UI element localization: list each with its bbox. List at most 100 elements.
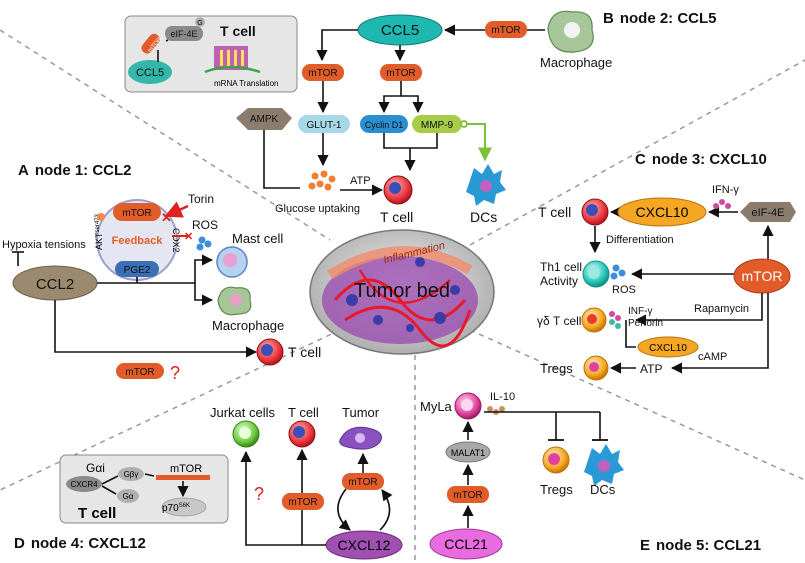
t-cell-label: T cell <box>538 204 571 220</box>
inf-label: INF-γ <box>628 306 652 317</box>
mtor-pill <box>380 64 422 81</box>
activity-label: Activity <box>540 274 578 288</box>
ccl5-label: CCL5 <box>381 22 419 39</box>
dcs-label: DCs <box>470 209 497 225</box>
ros-molecule-icon <box>196 236 212 251</box>
macrophage-label: Macrophage <box>212 318 284 333</box>
g-label: G <box>197 20 202 27</box>
cxcl10-node <box>637 336 699 358</box>
feedback-label: Feedback <box>112 235 164 247</box>
ampk-node <box>236 108 292 130</box>
mtor-label: mTOR <box>386 68 415 79</box>
gd-t-cell-label: γδ T cell <box>537 314 581 328</box>
ifn-molecule-icon <box>713 199 731 209</box>
akt-label: AKTser473 <box>94 213 104 250</box>
inhibit-cross-icon: ✕ <box>161 210 172 225</box>
myla-cell-icon <box>454 392 482 420</box>
ccl2-label: CCL2 <box>36 276 74 293</box>
mtor-pill <box>302 64 344 81</box>
mtor-label: mTOR <box>122 208 151 219</box>
macrophage-icon <box>547 10 594 53</box>
gbg-label: Gβγ <box>124 470 139 479</box>
mast-cell-label: Mast cell <box>232 231 283 246</box>
gai-label: Gαi <box>86 461 105 475</box>
ros-molecule-icon <box>610 264 626 280</box>
node-e-ccl21: MyLa IL-10 Tregs DCs MALAT1 mTOR <box>420 391 624 560</box>
cyclin-label: Cyclin D1 <box>365 120 404 130</box>
th1-label: Th1 cell <box>540 260 582 274</box>
atp-label: ATP <box>640 362 662 376</box>
cxcl10-label: CXCL10 <box>636 204 689 220</box>
tumor-bed-label: Tumor bed <box>354 280 450 302</box>
jurkat-cell-icon <box>232 420 260 448</box>
mrna-translation-label: mRNA Translation <box>214 79 278 88</box>
differentiation-label: Differentiation <box>606 234 674 246</box>
cxcl10-node <box>617 197 707 227</box>
cyclin-pill <box>360 115 408 133</box>
ccl5-inset-node <box>128 60 172 84</box>
g-protein-icon <box>195 17 205 27</box>
tumor-label: Tumor <box>342 405 380 420</box>
rapamycin-label: Rapamycin <box>694 303 749 315</box>
pge2-pill <box>115 261 159 277</box>
th1-cell-icon <box>582 260 610 288</box>
eif-node <box>740 202 796 222</box>
mtor-label: mTOR <box>453 490 482 501</box>
divider-line <box>469 59 805 246</box>
gd-t-cell-icon <box>581 307 607 333</box>
torin-label: Torin <box>188 192 214 206</box>
atp-label: ATP <box>350 175 371 187</box>
gbg-node <box>118 467 144 481</box>
node-b-ccl5: CCL5 mTOR eIF-4E G T cell mRNA Translati… <box>124 10 612 225</box>
mtor-pill <box>447 486 489 503</box>
phospho-icon <box>97 213 105 221</box>
mtor-bar <box>156 475 210 480</box>
ccl21-label: CCL21 <box>444 536 488 552</box>
ga-label: Gα <box>123 492 134 501</box>
jurkat-label: Jurkat cells <box>210 405 276 420</box>
tregs-label: Tregs <box>540 482 573 497</box>
mtor-pill <box>141 33 160 54</box>
ros-label: ROS <box>612 284 636 296</box>
cxcl10-label: CXCL10 <box>649 343 687 354</box>
t-cell-label: T cell <box>288 405 319 420</box>
ccl21-node <box>429 528 503 560</box>
dendritic-cell-icon <box>466 164 506 206</box>
t-cell-label: T cell <box>380 209 413 225</box>
mtor-label: mTOR <box>491 25 520 36</box>
node-c-cxcl10: T cell CXCL10 IFN-γ eIF-4E Differentiati… <box>537 184 796 381</box>
tumor-cell-icon <box>339 426 382 450</box>
mtor-label: mTOR <box>308 68 337 79</box>
mtor-pill <box>282 493 324 510</box>
myla-label: MyLa <box>420 399 453 414</box>
glucose-label: Glucose uptaking <box>275 203 360 215</box>
mrna-translation-icon <box>204 46 261 74</box>
mtor-label: mTOR <box>170 463 202 475</box>
mtor-label: mTOR <box>348 477 377 488</box>
eif-label: eIF-4E <box>751 207 784 219</box>
mmp9-pill <box>412 115 462 133</box>
inset-t-cell-label: T cell <box>78 505 116 522</box>
question-mark: ? <box>254 484 264 504</box>
divider-line <box>0 329 341 491</box>
mtor-label: mTOR <box>742 268 783 284</box>
malat1-label: MALAT1 <box>451 448 485 458</box>
camp-label: cAMP <box>698 351 727 363</box>
pge2-label: PGE2 <box>124 265 151 276</box>
eif-label: eIF-4E <box>170 29 197 39</box>
ros-label: ROS <box>192 218 218 232</box>
t-cell-icon <box>581 198 609 226</box>
tregs-label: Tregs <box>540 361 573 376</box>
p70-label: p70S6K <box>162 503 190 514</box>
hypoxia-label: Hypoxia tensions <box>2 239 86 251</box>
ga-node <box>117 489 139 503</box>
p70-node <box>161 497 207 517</box>
glut1-pill <box>298 115 350 133</box>
inhibit-cross-icon: ✕ <box>184 231 193 243</box>
